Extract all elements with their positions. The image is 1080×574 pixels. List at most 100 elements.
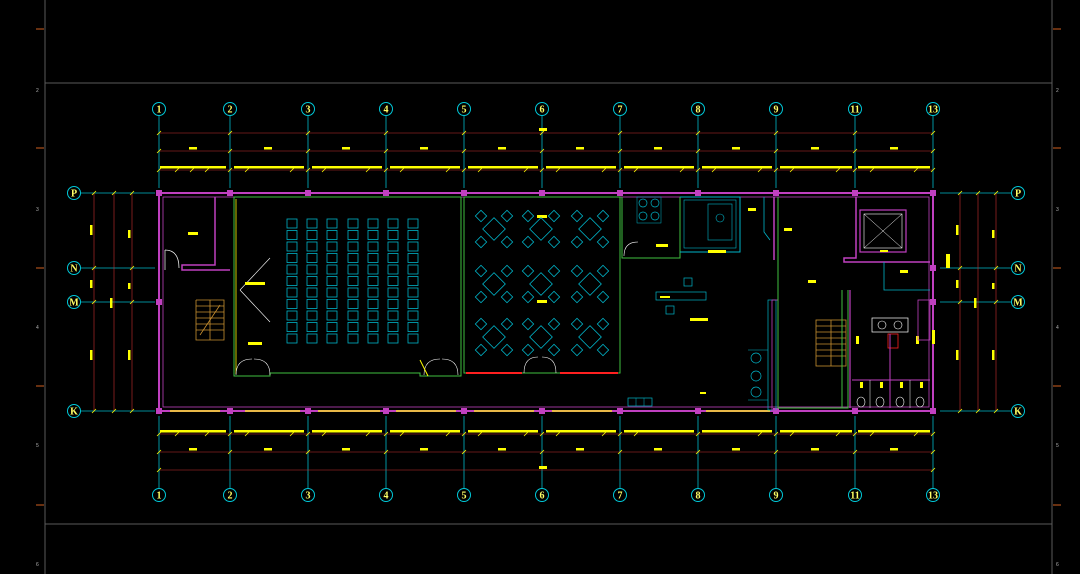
- auditorium-seat: [306, 322, 318, 332]
- auditorium-seat: [407, 322, 419, 332]
- frame-mark: 6: [36, 562, 39, 568]
- auditorium-seat: [326, 241, 338, 252]
- grid-bubble-top-3-label: 3: [306, 105, 311, 116]
- table-set: [570, 317, 610, 357]
- auditorium-seat: [306, 241, 318, 252]
- grid-bubble-top-6-circle: [535, 102, 549, 116]
- auditorium-seat: [407, 299, 419, 309]
- auditorium-seat: [387, 276, 399, 286]
- frame-mark: 5: [36, 443, 39, 449]
- table-set: [474, 209, 514, 249]
- table-set: [521, 317, 561, 357]
- grid-bubble-right-M-label: M: [1013, 298, 1023, 309]
- grid-bubble-top-5-label: 5: [462, 105, 467, 116]
- auditorium-seat: [387, 241, 399, 252]
- grid-bubble-right-P-circle: [1011, 186, 1025, 200]
- auditorium-seat: [326, 276, 338, 286]
- auditorium-seat: [286, 264, 298, 275]
- auditorium-seat: [286, 218, 298, 229]
- grid-bubble-right-M-circle: [1011, 295, 1025, 309]
- grid-bubble-top-8-label: 8: [696, 105, 701, 116]
- auditorium-seat: [286, 230, 298, 240]
- grid-bubble-bottom-9-label: 9: [774, 491, 779, 502]
- grid-bubble-left-N-label: N: [70, 264, 78, 275]
- grid-bubble-left-K-circle: [67, 404, 81, 418]
- grid-bubble-top-11-circle: [848, 102, 862, 116]
- grid-bubble-top-11-label: 11: [850, 105, 859, 116]
- grid-bubble-right-K-label: K: [1014, 407, 1022, 418]
- auditorium-seat: [367, 333, 379, 344]
- grid-bubble-bottom-8-label: 8: [696, 491, 701, 502]
- auditorium-seat: [367, 218, 379, 229]
- dimension-figures: [90, 128, 995, 469]
- grid-bubble-top-7-circle: [613, 102, 627, 116]
- grid-bubble-bottom-11-circle: [848, 488, 862, 502]
- grid-bubble-left-N-circle: [67, 261, 81, 275]
- auditorium-seat: [306, 218, 318, 229]
- grid-bubble-top-4-label: 4: [384, 105, 389, 116]
- auditorium-seat: [407, 264, 419, 275]
- auditorium-seat: [306, 287, 318, 298]
- grid-bubble-top-13-circle: [926, 102, 940, 116]
- auditorium-seat: [286, 287, 298, 298]
- auditorium-seat: [326, 310, 338, 321]
- auditorium-seat: [306, 299, 318, 309]
- auditorium-seat: [367, 253, 379, 263]
- grid-bubble-top-1-label: 1: [157, 105, 162, 116]
- table-set: [474, 264, 514, 304]
- auditorium-seat: [387, 299, 399, 309]
- grid-bubble-bottom-8-circle: [691, 488, 705, 502]
- frame-mark: 5: [1056, 443, 1059, 449]
- grid-bubble-top-7-label: 7: [618, 105, 623, 116]
- auditorium-seat: [387, 218, 399, 229]
- auditorium-seat: [326, 287, 338, 298]
- grid-bubble-right-P-label: P: [1015, 189, 1021, 200]
- auditorium-seat: [306, 253, 318, 263]
- auditorium-seating: [286, 218, 419, 344]
- grid-bubble-left-K-label: K: [70, 407, 78, 418]
- auditorium-seat: [286, 299, 298, 309]
- auditorium-seat: [306, 276, 318, 286]
- grid-bubble-top-2-circle: [223, 102, 237, 116]
- auditorium-seat: [306, 230, 318, 240]
- auditorium-seat: [407, 276, 419, 286]
- grid-bubble-bottom-1-circle: [152, 488, 166, 502]
- auditorium-seat: [387, 322, 399, 332]
- auditorium-seat: [407, 287, 419, 298]
- auditorium-seat: [387, 287, 399, 298]
- auditorium-seat: [367, 230, 379, 240]
- frame-mark: 3: [36, 207, 39, 213]
- table-set: [570, 264, 610, 304]
- office-zone: [621, 196, 792, 411]
- grid-bubble-bottom-9-circle: [769, 488, 783, 502]
- auditorium-seat: [326, 322, 338, 332]
- auditorium-seat: [347, 218, 359, 229]
- auditorium-seat: [347, 253, 359, 263]
- auditorium-seat: [326, 230, 338, 240]
- grid-bubble-top-9-circle: [769, 102, 783, 116]
- left-stair-core: [164, 197, 230, 341]
- auditorium-seat: [407, 230, 419, 240]
- lounge-table-sets: [474, 209, 610, 357]
- auditorium-room: [233, 196, 462, 377]
- auditorium-seat: [407, 333, 419, 344]
- columns: [156, 190, 936, 414]
- auditorium-seat: [407, 310, 419, 321]
- auditorium-seat: [286, 333, 298, 344]
- auditorium-seat: [326, 218, 338, 229]
- auditorium-seat: [326, 253, 338, 263]
- grid-bubble-bottom-5-label: 5: [462, 491, 467, 502]
- auditorium-seat: [367, 264, 379, 275]
- table-set: [570, 209, 610, 249]
- auditorium-seat: [306, 310, 318, 321]
- auditorium-seat: [347, 276, 359, 286]
- auditorium-seat: [286, 276, 298, 286]
- dimension-ticks: [91, 130, 999, 473]
- table-set: [521, 264, 561, 304]
- auditorium-seat: [387, 333, 399, 344]
- auditorium-seat: [286, 241, 298, 252]
- auditorium-seat: [347, 299, 359, 309]
- frame-mark: 2: [36, 88, 39, 94]
- auditorium-seat: [407, 218, 419, 229]
- grid-bubble-top-2-label: 2: [228, 105, 233, 116]
